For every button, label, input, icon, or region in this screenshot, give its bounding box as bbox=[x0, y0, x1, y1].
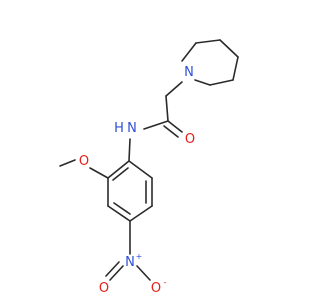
nitro-nitrogen-charge: + bbox=[136, 252, 143, 261]
bond bbox=[128, 160, 153, 179]
bond bbox=[129, 205, 153, 222]
bond bbox=[113, 202, 131, 215]
bond bbox=[109, 265, 124, 281]
bond bbox=[143, 120, 169, 130]
nitro-oxygen-minus-label: O bbox=[151, 281, 161, 296]
bond bbox=[136, 265, 151, 281]
piperidine-nitrogen-label: N bbox=[184, 65, 194, 80]
nitro-nitrogen-label: N bbox=[125, 255, 135, 270]
bond bbox=[165, 81, 183, 97]
nitro-oxygen-charge: - bbox=[164, 278, 167, 287]
bond bbox=[232, 56, 239, 81]
amide-hydrogen-label: H bbox=[114, 121, 124, 136]
methoxy-oxygen-label: O bbox=[79, 154, 89, 169]
nitro-oxygen-double-label: O bbox=[99, 281, 109, 296]
bond bbox=[105, 261, 120, 277]
bond bbox=[163, 125, 179, 138]
molecule-structure: N O H N O N + O O - bbox=[59, 39, 239, 296]
bond bbox=[194, 79, 211, 86]
benzene-ring bbox=[107, 160, 153, 222]
bond bbox=[165, 95, 169, 122]
nitro-group bbox=[105, 220, 151, 281]
piperidine-ring bbox=[181, 39, 239, 86]
bond bbox=[195, 39, 221, 44]
bond bbox=[89, 167, 109, 179]
bond bbox=[107, 160, 130, 179]
acetamide-linker bbox=[143, 81, 183, 138]
bond bbox=[112, 167, 129, 181]
bond bbox=[59, 159, 76, 167]
bond bbox=[128, 138, 131, 162]
amide-nitrogen-label: N bbox=[127, 121, 137, 136]
bond bbox=[167, 120, 183, 133]
methoxy-group bbox=[59, 159, 109, 179]
bond bbox=[181, 42, 197, 62]
carbonyl-oxygen-label: O bbox=[185, 132, 195, 147]
bond bbox=[209, 79, 234, 86]
bond bbox=[219, 39, 239, 58]
bond bbox=[107, 205, 131, 222]
